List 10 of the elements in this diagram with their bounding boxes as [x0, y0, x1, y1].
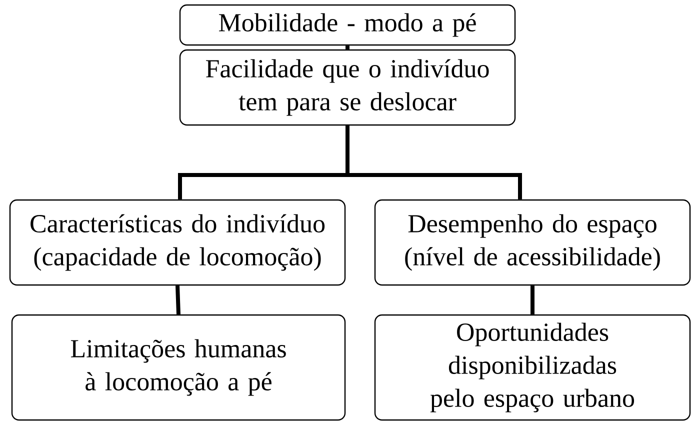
text-box: Desempenho do espaço (nível de acessibilidade): [374, 199, 691, 286]
text-box: Facilidade que o indivíduo tem para se deslocar: [179, 49, 516, 126]
text-box: Mobilidade - modo a pé: [179, 4, 516, 46]
text-box: Características do indivíduo (capacidade de locomoção): [9, 199, 346, 286]
text-box: Oportunidades disponibilizadas pelo espaço urbano: [374, 314, 691, 421]
connector-line: [176, 286, 180, 314]
connector-line: [530, 286, 534, 314]
connector-line: [346, 126, 522, 200]
text-box: Limitações humanas à locomoção a pé: [11, 314, 346, 421]
connector-line: [346, 46, 350, 50]
